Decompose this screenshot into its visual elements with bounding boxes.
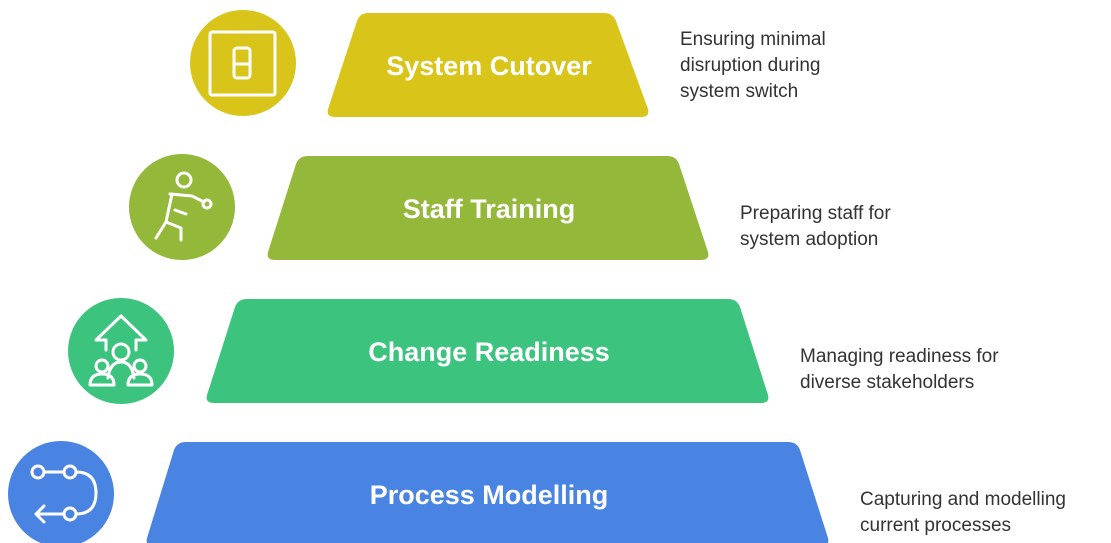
person-training-icon-head	[175, 171, 193, 189]
switch-icon	[190, 10, 296, 116]
tier-process-modelling: Process Modelling	[8, 441, 829, 543]
person-training-icon-circle	[129, 154, 235, 260]
description-line: system adoption	[740, 229, 879, 250]
tier-change-readiness-label: Change Readiness	[368, 337, 610, 367]
person-training-icon	[129, 154, 235, 260]
tier-process-modelling-label: Process Modelling	[370, 480, 609, 510]
tier-system-cutover-trapezoid	[327, 13, 649, 117]
person-training-icon-fist	[201, 198, 213, 210]
description-line: Preparing staff for	[740, 203, 891, 224]
person-training-icon-arm	[168, 192, 206, 204]
tier-change-readiness-trapezoid	[206, 299, 769, 403]
tier-process-modelling-description: Capturing and modelling current processe…	[860, 487, 1066, 539]
group-up-arrow-icon-circle	[68, 298, 174, 404]
description-line: disruption during	[680, 55, 821, 76]
description-line: Ensuring minimal	[680, 29, 826, 50]
description-line: Managing readiness for	[800, 346, 999, 367]
tier-staff-training: Staff Training	[129, 154, 709, 260]
tier-system-cutover-description: Ensuring minimal disruption during syste…	[680, 27, 826, 105]
group-up-arrow-icon-person-left	[94, 358, 110, 374]
person-training-icon-body	[154, 192, 188, 242]
group-up-arrow-icon-person-right	[132, 358, 148, 374]
tier-change-readiness: Change Readiness	[68, 298, 769, 404]
process-flow-icon	[8, 441, 114, 543]
description-line: Capturing and modelling	[860, 489, 1066, 510]
tier-staff-training-label: Staff Training	[403, 194, 576, 224]
switch-icon-frame	[208, 30, 277, 97]
group-up-arrow-icon-person-center	[111, 342, 131, 362]
group-up-arrow-icon-bodies	[88, 360, 154, 387]
tier-system-cutover: System Cutover	[190, 10, 649, 117]
process-flow-icon-path	[34, 470, 98, 524]
description-line: system switch	[680, 81, 799, 102]
tier-staff-training-description: Preparing staff for system adoption	[740, 201, 891, 253]
tier-process-modelling-trapezoid	[146, 442, 829, 543]
group-up-arrow-icon	[68, 298, 174, 404]
description-line: current processes	[860, 515, 1012, 536]
process-flow-icon-circle	[8, 441, 114, 543]
tier-system-cutover-label: System Cutover	[386, 51, 592, 81]
description-line: diverse stakeholders	[800, 372, 975, 393]
tier-staff-training-trapezoid	[267, 156, 709, 260]
group-up-arrow-icon-arrow	[94, 314, 148, 352]
tier-change-readiness-description: Managing readiness for diverse stakehold…	[800, 344, 999, 396]
